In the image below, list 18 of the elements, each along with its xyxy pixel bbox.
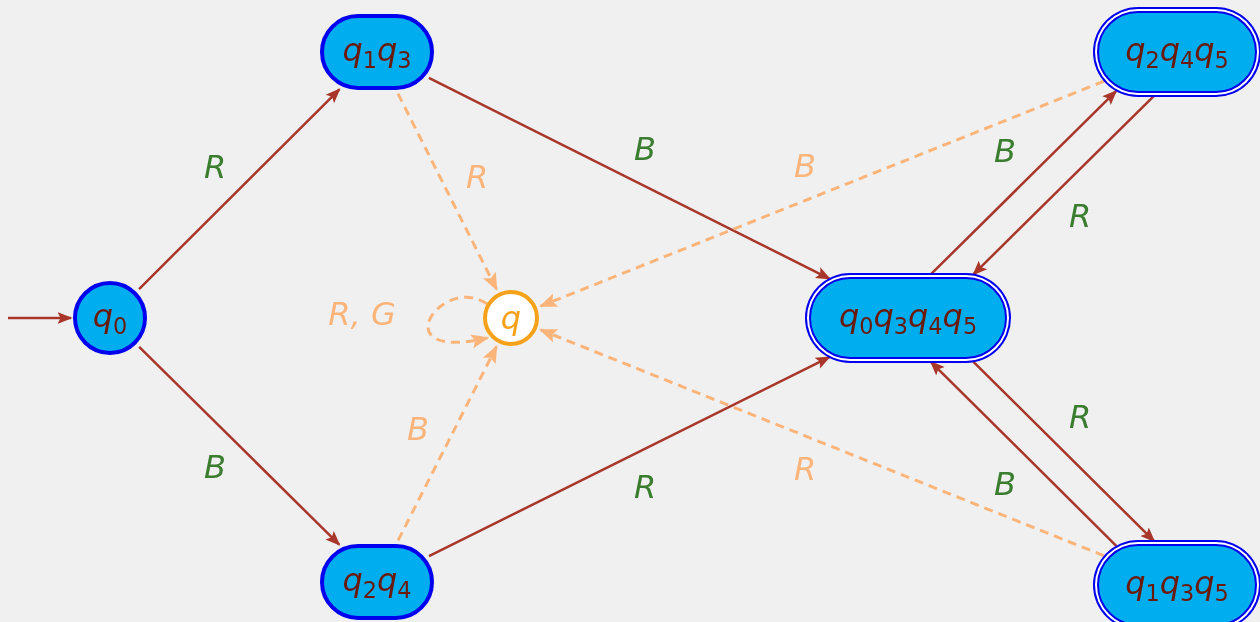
- transition-arrow: [539, 328, 1105, 558]
- transition-arrow: [428, 76, 832, 280]
- transition-arrow: [972, 94, 1155, 276]
- transition-arrow: [930, 90, 1118, 276]
- state-node: q$_{1}$q$_{3}$: [320, 14, 434, 90]
- transition-arrow: [428, 355, 831, 558]
- transition-arrow: [396, 92, 498, 292]
- state-node: q$_{0}$: [73, 281, 147, 355]
- transition-arrow: [929, 360, 1118, 547]
- transition-arrow: [396, 344, 498, 542]
- sink-state-circle: q: [483, 290, 539, 346]
- transition-arrow: [972, 360, 1156, 543]
- state-node: q$_{2}$q$_{4}$: [320, 544, 434, 620]
- transition-arrow: [539, 79, 1105, 308]
- start-arrow: [8, 312, 73, 324]
- self-loop-arrow: [426, 295, 490, 348]
- transition-arrow: [138, 345, 341, 546]
- transition-arrow: [138, 88, 341, 290]
